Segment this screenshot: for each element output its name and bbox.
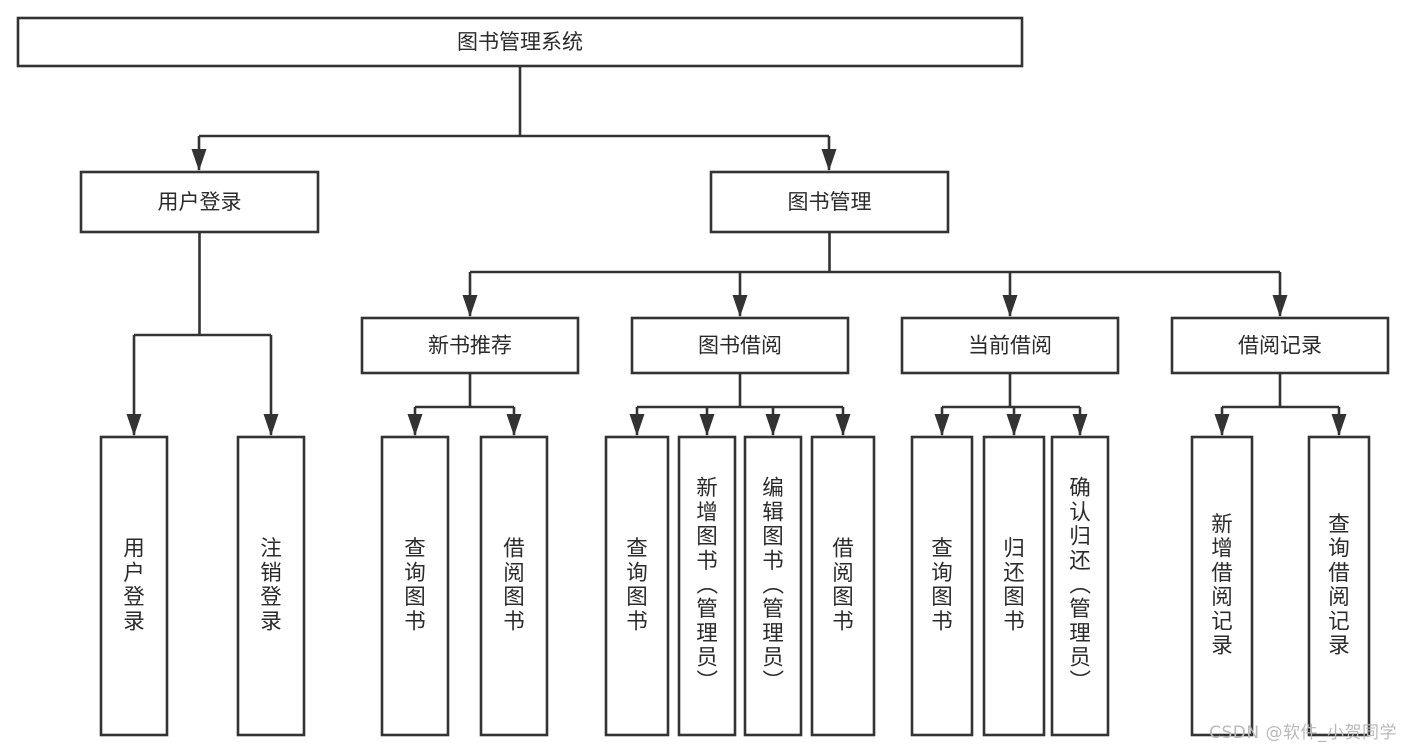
node-leaf-add-book-admin[interactable]: 新增图书（管理员） [677,435,737,737]
node-box [380,435,450,737]
arrow-head-icon [1072,414,1088,436]
arrow-head-icon [835,414,851,436]
arrow-head-icon [462,295,478,317]
node-leaf-logout[interactable]: 注销登录 [236,435,306,737]
node-leaf-query-book-current[interactable]: 查询图书 [910,435,974,737]
node-current-borrow[interactable]: 当前借阅 [900,316,1120,375]
node-label: 归还图书 [1003,537,1025,635]
node-label: 用户登录 [158,190,242,214]
node-label: 新增借阅记录 [1211,513,1233,659]
node-box [743,435,803,737]
node-leaf-borrow-book-rec[interactable]: 借阅图书 [479,435,549,737]
node-label: 新增图书（管理员） [696,476,718,695]
node-box [360,316,580,375]
node-label: 借阅图书 [832,537,854,635]
arrow-head-icon [1214,414,1230,436]
node-leaf-query-book-borrow[interactable]: 查询图书 [604,435,670,737]
arrow-head-icon [699,414,715,436]
node-box [709,170,950,234]
node-label: 借阅图书 [503,537,525,635]
node-leaf-edit-book-admin[interactable]: 编辑图书（管理员） [743,435,803,737]
arrow-head-icon [263,414,279,436]
arrow-head-icon [629,414,645,436]
node-box [900,316,1120,375]
node-box [604,435,670,737]
node-label: 图书管理系统 [457,30,583,54]
arrow-head-icon [732,295,748,317]
node-leaf-return-book[interactable]: 归还图书 [982,435,1046,737]
node-box [79,170,320,234]
node-label: 当前借阅 [968,334,1052,358]
node-label: 借阅记录 [1238,334,1322,358]
node-user-login[interactable]: 用户登录 [79,170,320,234]
node-root[interactable]: 图书管理系统 [16,16,1024,68]
node-label: 查询图书 [404,537,426,635]
node-box [1190,435,1254,737]
node-label: 图书管理 [788,190,872,214]
node-box [630,316,850,375]
node-box [1307,435,1371,737]
node-label: 用户登录 [123,537,145,635]
node-label: 查询图书 [931,537,953,635]
watermark-text: CSDN @软件_小贺同学 [1209,723,1397,743]
node-label: 确认归还（管理员） [1069,476,1091,695]
node-box [99,435,169,737]
node-box [810,435,876,737]
node-new-book-recommend[interactable]: 新书推荐 [360,316,580,375]
node-box [479,435,549,737]
node-label: 查询借阅记录 [1328,513,1350,659]
node-label: 注销登录 [260,537,282,635]
arrow-head-icon [934,414,950,436]
arrow-head-icon [407,414,423,436]
node-label: 编辑图书（管理员） [762,476,784,695]
node-box [910,435,974,737]
arrow-head-icon [765,414,781,436]
node-box [982,435,1046,737]
node-leaf-user-login[interactable]: 用户登录 [99,435,169,737]
node-box [677,435,737,737]
node-book-borrow[interactable]: 图书借阅 [630,316,850,375]
node-leaf-borrow-book[interactable]: 借阅图书 [810,435,876,737]
node-book-manage[interactable]: 图书管理 [709,170,950,234]
node-leaf-query-book-rec[interactable]: 查询图书 [380,435,450,737]
arrow-head-icon [1272,295,1288,317]
arrow-head-icon [191,149,207,171]
node-box [1170,316,1390,375]
node-leaf-query-borrow-record[interactable]: 查询借阅记录 [1307,435,1371,737]
node-label: 图书借阅 [698,334,782,358]
node-box [1050,435,1110,737]
arrow-head-icon [821,149,837,171]
arrow-head-icon [506,414,522,436]
node-box [236,435,306,737]
node-label: 查询图书 [626,537,648,635]
node-leaf-confirm-return-admin[interactable]: 确认归还（管理员） [1050,435,1110,737]
node-box [16,16,1024,68]
arrow-head-icon [1006,414,1022,436]
node-label: 新书推荐 [428,334,512,358]
arrow-head-icon [1331,414,1347,436]
arrow-head-icon [1002,295,1018,317]
arrow-head-icon [126,414,142,436]
nodes-layer: 图书管理系统用户登录图书管理新书推荐图书借阅当前借阅借阅记录用户登录注销登录查询… [16,16,1390,737]
edges-layer [126,66,1347,436]
node-leaf-add-borrow-record[interactable]: 新增借阅记录 [1190,435,1254,737]
node-borrow-record[interactable]: 借阅记录 [1170,316,1390,375]
